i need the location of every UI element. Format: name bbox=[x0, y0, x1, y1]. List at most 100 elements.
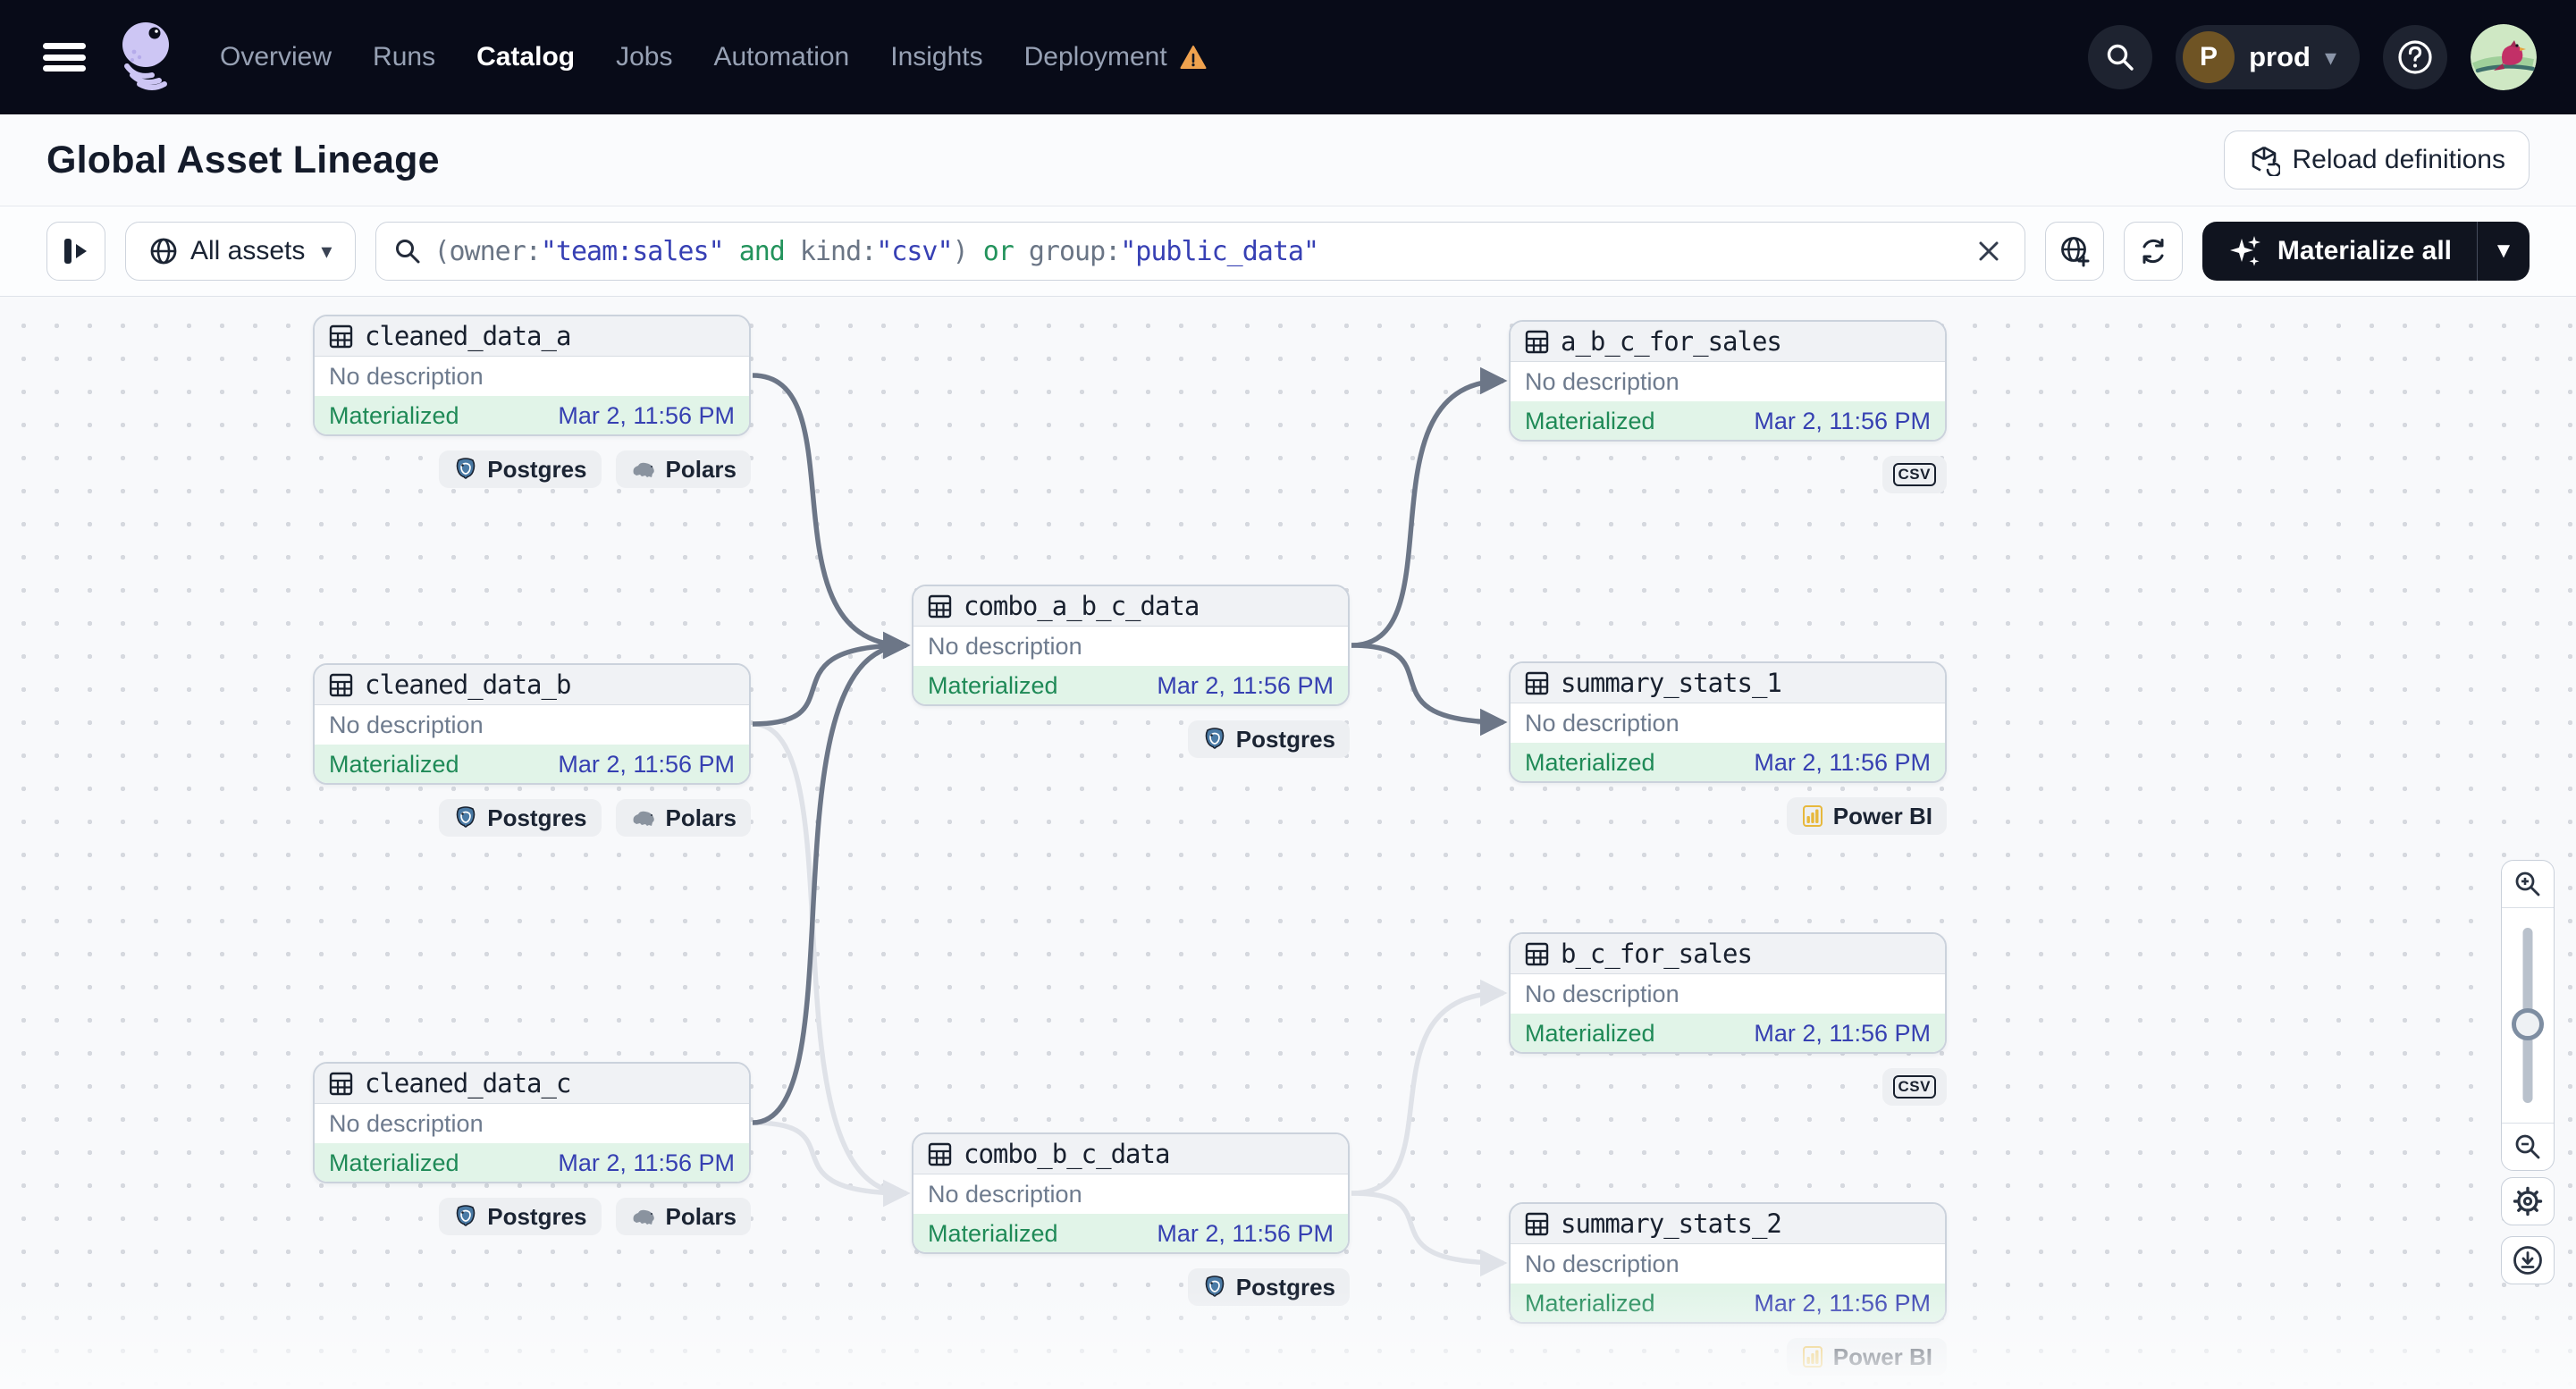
asset-description: No description bbox=[315, 705, 749, 745]
search-icon bbox=[2107, 44, 2134, 71]
asset-name: summary_stats_1 bbox=[1561, 668, 1782, 698]
asset-name: cleaned_data_c bbox=[365, 1068, 571, 1099]
kind-tag-csv[interactable]: CSV bbox=[1881, 1068, 1947, 1106]
refresh-graph-button[interactable] bbox=[2123, 222, 2183, 281]
nav-item-automation[interactable]: Automation bbox=[713, 42, 849, 72]
table-icon bbox=[1525, 671, 1549, 695]
nav-right-controls: P prod ▾ bbox=[2088, 24, 2537, 90]
materialization-timestamp[interactable]: Mar 2, 11:56 PM bbox=[1754, 749, 1931, 776]
sparkle-icon bbox=[2229, 236, 2260, 266]
materialization-timestamp[interactable]: Mar 2, 11:56 PM bbox=[1754, 1020, 1931, 1047]
kind-tag-label: Polars bbox=[665, 1202, 737, 1230]
graph-settings-button[interactable] bbox=[2501, 1177, 2555, 1225]
materialized-status: Materialized bbox=[1525, 1020, 1655, 1047]
asset-node-header: cleaned_data_b bbox=[315, 665, 749, 705]
asset-materialization-row: Materialized Mar 2, 11:56 PM bbox=[1511, 1014, 1945, 1052]
materialization-timestamp[interactable]: Mar 2, 11:56 PM bbox=[1754, 408, 1931, 434]
reload-cube-icon bbox=[2252, 146, 2280, 176]
materialization-timestamp[interactable]: Mar 2, 11:56 PM bbox=[558, 751, 735, 778]
dagster-logo[interactable] bbox=[113, 20, 181, 95]
asset-kind-tags: CSV bbox=[1509, 1068, 1947, 1106]
nav-item-insights[interactable]: Insights bbox=[890, 42, 982, 72]
user-avatar[interactable] bbox=[2471, 24, 2537, 90]
powerbi-icon bbox=[1801, 804, 1824, 828]
kind-tag-powerbi[interactable]: Power BI bbox=[1786, 797, 1947, 835]
asset-name: cleaned_data_a bbox=[365, 321, 571, 351]
primary-nav: Overview Runs Catalog Jobs Automation Insight… bbox=[220, 42, 1207, 72]
nav-item-runs[interactable]: Runs bbox=[373, 42, 435, 72]
kind-tag-postgres[interactable]: Postgres bbox=[1187, 720, 1350, 758]
zoom-in-button[interactable] bbox=[2502, 861, 2554, 907]
download-icon bbox=[2513, 1246, 2542, 1275]
asset-description: No description bbox=[315, 1104, 749, 1143]
nav-item-jobs[interactable]: Jobs bbox=[616, 42, 672, 72]
asset-name: combo_b_c_data bbox=[964, 1139, 1170, 1169]
zoom-slider-thumb[interactable] bbox=[2512, 1008, 2544, 1040]
zoom-out-button[interactable] bbox=[2502, 1124, 2554, 1170]
kind-tag-postgres[interactable]: Postgres bbox=[1187, 1268, 1350, 1306]
asset-name: b_c_for_sales bbox=[1561, 939, 1753, 969]
polars-icon bbox=[630, 808, 657, 828]
deployment-switcher[interactable]: P prod ▾ bbox=[2176, 25, 2360, 89]
global-search-button[interactable] bbox=[2088, 25, 2153, 89]
csv-icon: CSV bbox=[1892, 1075, 1936, 1099]
materialize-all-label: Materialize all bbox=[2277, 236, 2452, 265]
materialization-timestamp[interactable]: Mar 2, 11:56 PM bbox=[558, 1149, 735, 1176]
hamburger-menu-icon[interactable] bbox=[39, 38, 89, 77]
help-button[interactable] bbox=[2383, 25, 2447, 89]
zoom-slider bbox=[2502, 907, 2554, 1124]
kind-tag-label: Postgres bbox=[487, 804, 587, 831]
asset-node-header: cleaned_data_a bbox=[315, 316, 749, 357]
materialize-options-button[interactable]: ▼ bbox=[2478, 222, 2530, 281]
materialization-timestamp[interactable]: Mar 2, 11:56 PM bbox=[1157, 672, 1334, 699]
table-icon bbox=[329, 673, 353, 697]
open-side-panel-button[interactable] bbox=[46, 222, 105, 281]
materialization-timestamp[interactable]: Mar 2, 11:56 PM bbox=[1157, 1220, 1334, 1247]
kind-tag-polars[interactable]: Polars bbox=[615, 799, 751, 837]
kind-tag-label: Postgres bbox=[487, 1202, 587, 1230]
nav-item-deployment[interactable]: Deployment bbox=[1024, 42, 1207, 72]
kind-tag-csv[interactable]: CSV bbox=[1881, 456, 1947, 493]
kind-tag-powerbi[interactable]: Power BI bbox=[1786, 1338, 1947, 1376]
materialize-all-button[interactable]: Materialize all bbox=[2202, 222, 2477, 281]
nav-item-overview[interactable]: Overview bbox=[220, 42, 332, 72]
kind-tag-postgres[interactable]: Postgres bbox=[439, 1198, 602, 1235]
query-token: ) bbox=[952, 235, 969, 267]
materialization-timestamp[interactable]: Mar 2, 11:56 PM bbox=[1754, 1290, 1931, 1317]
download-graph-button[interactable] bbox=[2501, 1236, 2555, 1284]
nav-item-catalog[interactable]: Catalog bbox=[476, 42, 575, 72]
chevron-down-icon: ▾ bbox=[321, 239, 333, 264]
filter-to-group-button[interactable] bbox=[2044, 222, 2104, 281]
kind-tag-postgres[interactable]: Postgres bbox=[439, 799, 602, 837]
filter-query-text: (owner:"team:sales" and kind:"csv") or g… bbox=[434, 235, 1319, 267]
asset-description: No description bbox=[1511, 362, 1945, 401]
divider bbox=[2477, 222, 2478, 281]
kind-tag-polars[interactable]: Polars bbox=[615, 1198, 751, 1235]
postgres-icon bbox=[1202, 1275, 1227, 1300]
asset-kind-tags: CSV bbox=[1509, 456, 1947, 493]
kind-tag-polars[interactable]: Polars bbox=[615, 450, 751, 488]
clear-filter-button[interactable] bbox=[1971, 233, 2007, 269]
materialization-timestamp[interactable]: Mar 2, 11:56 PM bbox=[558, 402, 735, 429]
table-icon bbox=[329, 1072, 353, 1096]
table-icon bbox=[1525, 942, 1549, 966]
reload-definitions-button[interactable]: Reload definitions bbox=[2223, 130, 2530, 189]
kind-tag-postgres[interactable]: Postgres bbox=[439, 450, 602, 488]
asset-scope-dropdown[interactable]: All assets ▾ bbox=[125, 222, 357, 281]
zoom-panel bbox=[2501, 860, 2555, 1171]
asset-filter-input[interactable]: (owner:"team:sales" and kind:"csv") or g… bbox=[375, 222, 2025, 281]
query-token: kind: bbox=[784, 235, 877, 267]
